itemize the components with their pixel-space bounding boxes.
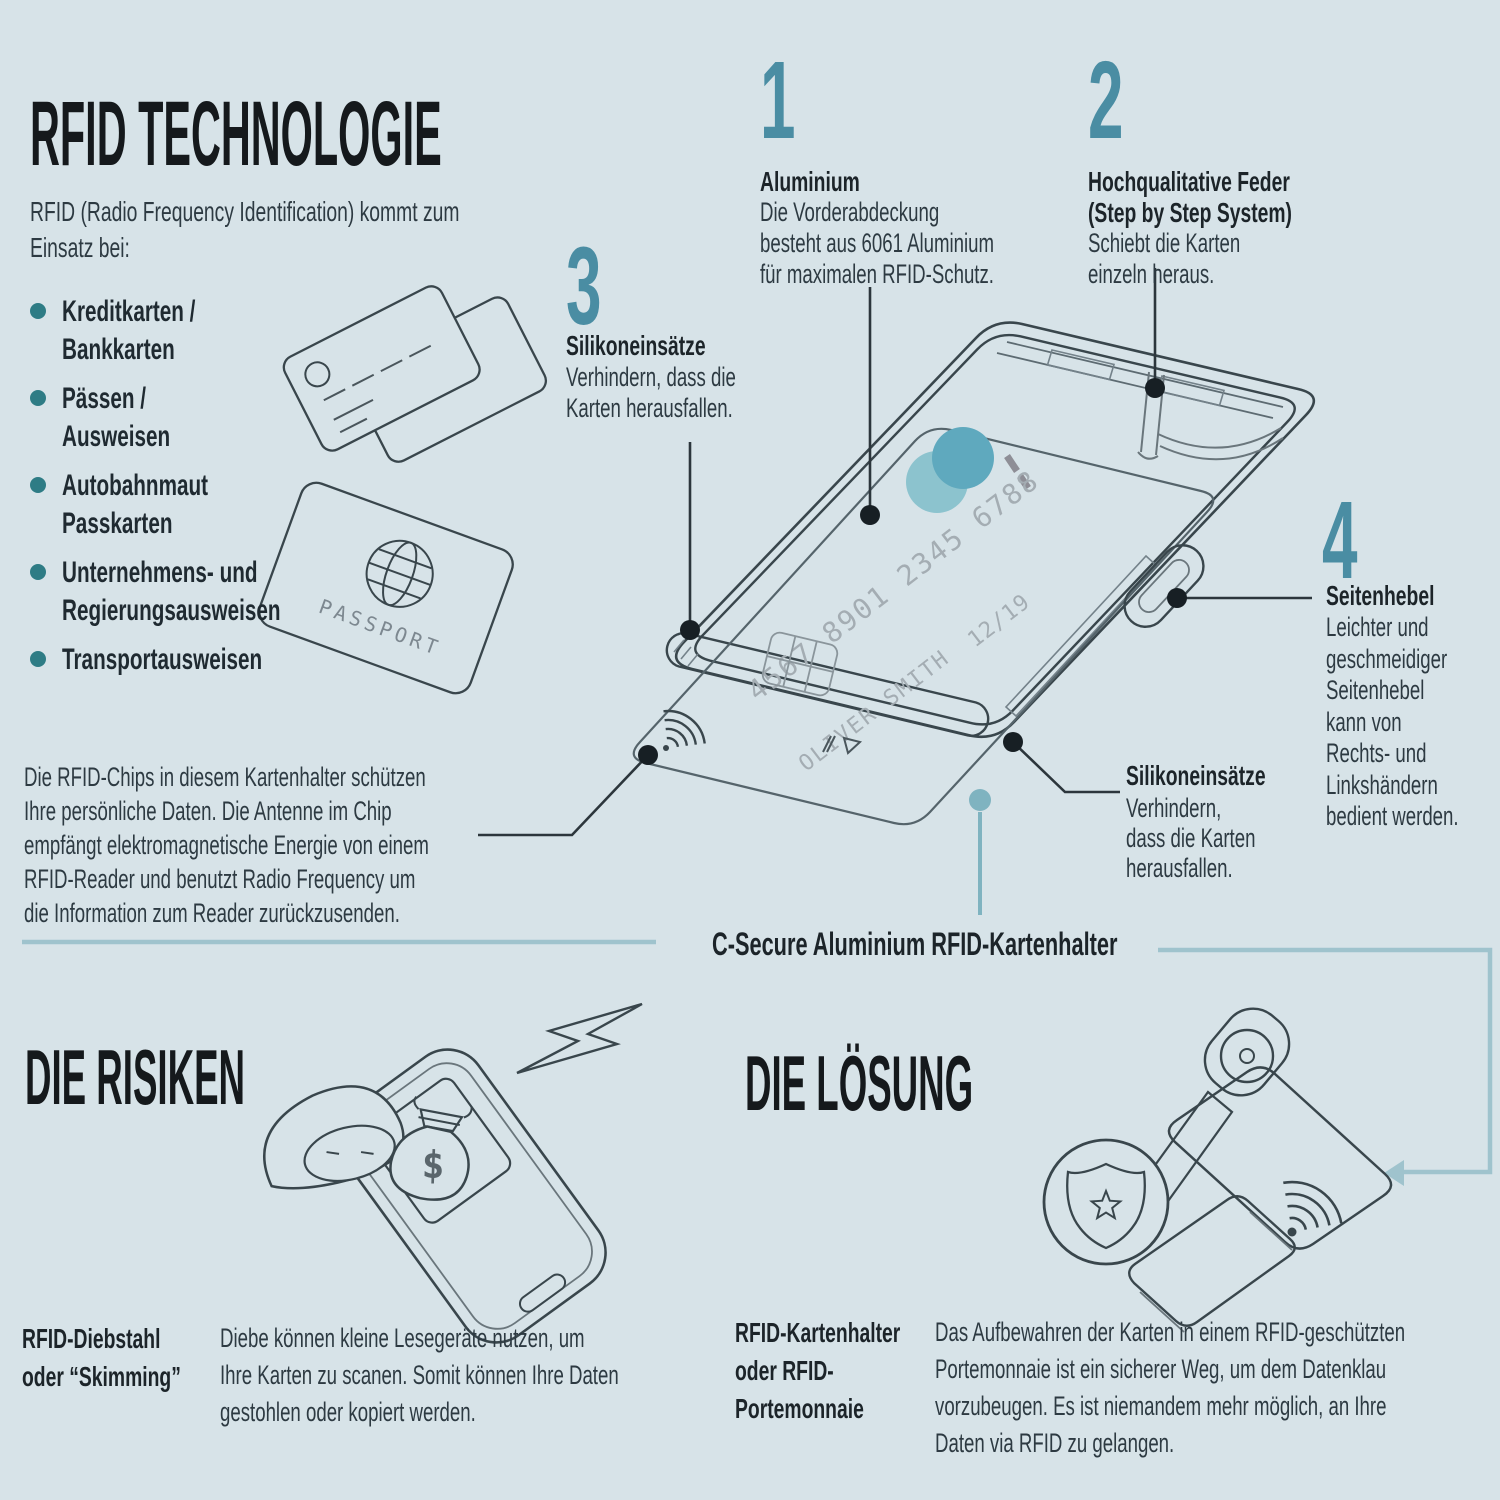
arrow-head <box>1384 1160 1404 1186</box>
card-chip-icon <box>761 631 839 697</box>
divider-right-arrow <box>1158 947 1493 1175</box>
feature-number-4: 4 <box>1322 479 1358 602</box>
rfid-paragraph: Die RFID-Chips in diesem Kartenhalter sc… <box>24 762 429 928</box>
feature-title-4: Seitenhebel <box>1326 580 1435 611</box>
risk-desc: Diebe können kleine Lesegeräte nutzen, u… <box>220 1323 619 1427</box>
feature-body-1: Die Vorderabdeckung besteht aus 6061 Alu… <box>760 197 995 289</box>
bullet-list: Kreditkarten / Bankkarten Pässen / Auswe… <box>30 293 630 690</box>
solution-illustration <box>1042 1007 1393 1333</box>
product-label: C-Secure Aluminium RFID-Kartenhalter <box>712 926 1118 962</box>
page-title: RFID TECHNOLOGIE <box>30 83 442 185</box>
risk-heading: DIE RISIKEN <box>25 1033 245 1121</box>
feature-title-2: Hochqualitative Feder (Step by Step Syst… <box>1088 166 1292 228</box>
card-outline <box>632 427 1215 826</box>
solution-heading: DIE LÖSUNG <box>745 1039 974 1127</box>
shield-badge-icon <box>1042 1138 1170 1266</box>
card-reader <box>337 1048 607 1344</box>
bottom-rail <box>665 632 990 737</box>
feature-number-1: 1 <box>760 39 796 162</box>
rfid-waves-large-icon <box>1283 1180 1343 1237</box>
lightning-icon <box>516 1002 643 1075</box>
bullet-icon <box>30 477 46 493</box>
feature-number-2: 2 <box>1088 39 1124 162</box>
bullet-icon <box>30 390 46 406</box>
list-item: Pässen / Ausweisen <box>30 380 630 456</box>
feature-body-2: Schiebt die Karten einzeln heraus. <box>1088 228 1241 289</box>
hinge-circle <box>1219 1028 1275 1084</box>
card-brand-glyphs <box>822 735 863 755</box>
bullet-icon <box>30 651 46 667</box>
feature-body-4: Leichter und geschmeidiger Seitenhebel k… <box>1326 612 1459 831</box>
list-item: Kreditkarten / Bankkarten <box>30 293 630 369</box>
solution-desc: Das Aufbewahren der Karten in einem RFID… <box>935 1317 1406 1458</box>
risk-term: RFID-Diebstahl oder “Skimming” <box>22 1323 181 1392</box>
silicone-note-title: Silikoneinsätze <box>1126 760 1266 791</box>
section-dividers <box>22 939 1493 1175</box>
feature-body-3: Verhindern, dass die Karten herausfallen… <box>566 362 736 423</box>
credit-cards-illustration <box>282 285 548 463</box>
passport-illustration: PASSPORT <box>258 481 514 695</box>
holder-bottom-plate <box>1128 1195 1296 1327</box>
money-bag: $ <box>389 1096 473 1201</box>
card-logo-icon <box>304 361 331 388</box>
silicone-note-body: Verhindern, dass die Karten herausfallen… <box>1126 793 1256 883</box>
feature-title-1: Aluminium <box>760 166 860 197</box>
callout-paragraph <box>478 754 649 837</box>
product-callout <box>969 789 991 915</box>
globe-icon <box>365 539 434 608</box>
solution-term: RFID-Kartenhalter oder RFID- Portemonnai… <box>735 1317 901 1424</box>
callout-dots <box>638 378 1187 765</box>
feature-number-3: 3 <box>566 225 602 348</box>
callout-lines <box>478 268 1312 837</box>
card-valid: 12/19 <box>963 590 1035 653</box>
holder-main-plate <box>1167 1066 1393 1250</box>
feature-title-3: Silikoneinsätze <box>566 330 706 361</box>
bullet-icon <box>30 303 46 319</box>
intro-text: RFID (Radio Frequency Identification) ko… <box>30 196 460 263</box>
thief-head <box>263 1085 405 1190</box>
bullet-icon <box>30 564 46 580</box>
callout-silicone2 <box>1012 741 1120 794</box>
card-circle-dark <box>932 427 994 489</box>
list-item: Autobahnmaut Passkarten <box>30 467 630 543</box>
risk-illustration: $ <box>263 1002 643 1344</box>
list-item: Unternehmens- und Regierungsausweisen <box>30 554 630 630</box>
dollar-symbol: $ <box>421 1143 445 1188</box>
list-item: Transportausweisen <box>30 641 630 679</box>
rfid-waves-icon <box>663 709 706 751</box>
